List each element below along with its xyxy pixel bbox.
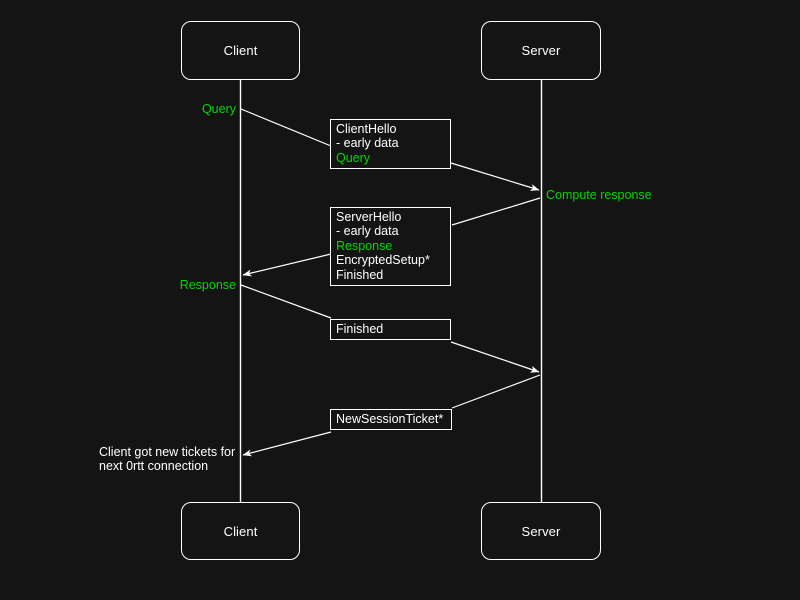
actor-server-bottom-label: Server [521,523,561,539]
actor-client-bottom-label: Client [223,523,258,539]
message-line: - early data [336,224,399,239]
message-box-finished[interactable]: Finished [330,319,451,341]
actor-client-top[interactable]: Client [181,21,300,80]
arrow-server-to-newsessionticket [451,374,541,409]
message-line: Finished [336,267,384,282]
arrow-newsessionticket-to-client [242,431,332,457]
arrow-client-to-clienthello [240,108,332,147]
actor-server-top-label: Server [521,43,561,58]
actor-client-bottom[interactable]: Client [181,502,300,560]
message-line-accent: Query [336,150,371,165]
arrow-client-to-finished [240,284,332,319]
message-line: ServerHello [336,210,402,224]
message-box-new-session-ticket[interactable]: NewSessionTicket* [330,409,452,431]
label-query: Query [201,102,236,116]
label-response: Response [179,278,236,292]
arrow-serverhello-to-client [242,253,332,277]
arrow-clienthello-to-server [450,162,540,191]
label-compute-response: Compute response [546,188,652,202]
message-box-server-hello[interactable]: ServerHello - early data Response Encryp… [330,207,451,287]
message-line: EncryptedSetup* [336,253,430,268]
label-client-tickets-line2: next 0rtt connection [99,459,209,474]
actor-server-top[interactable]: Server [481,21,601,80]
message-line: NewSessionTicket* [336,412,444,426]
message-line: - early data [336,136,399,151]
message-line: Finished [336,322,384,336]
arrow-finished-to-server [450,341,540,373]
message-box-client-hello[interactable]: ClientHello - early data Query [330,119,451,170]
message-line: ClientHello [336,122,397,136]
arrow-server-to-serverhello [451,197,541,226]
actor-server-bottom[interactable]: Server [481,502,601,560]
message-line-accent: Response [336,238,393,253]
label-client-tickets: Client got new tickets for next 0rtt con… [99,445,235,474]
label-client-tickets-line1: Client got new tickets for [99,445,236,459]
actor-client-top-label: Client [223,43,258,58]
